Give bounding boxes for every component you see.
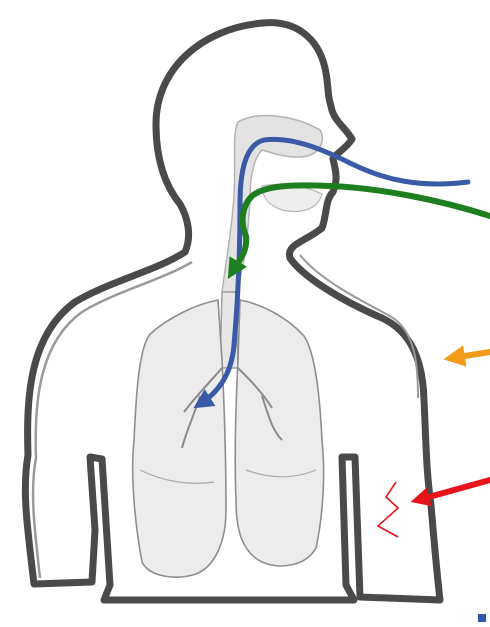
corner-square-mark: [478, 614, 486, 622]
orange-pointer-arrow: [452, 352, 490, 358]
right-lung: [133, 300, 226, 577]
